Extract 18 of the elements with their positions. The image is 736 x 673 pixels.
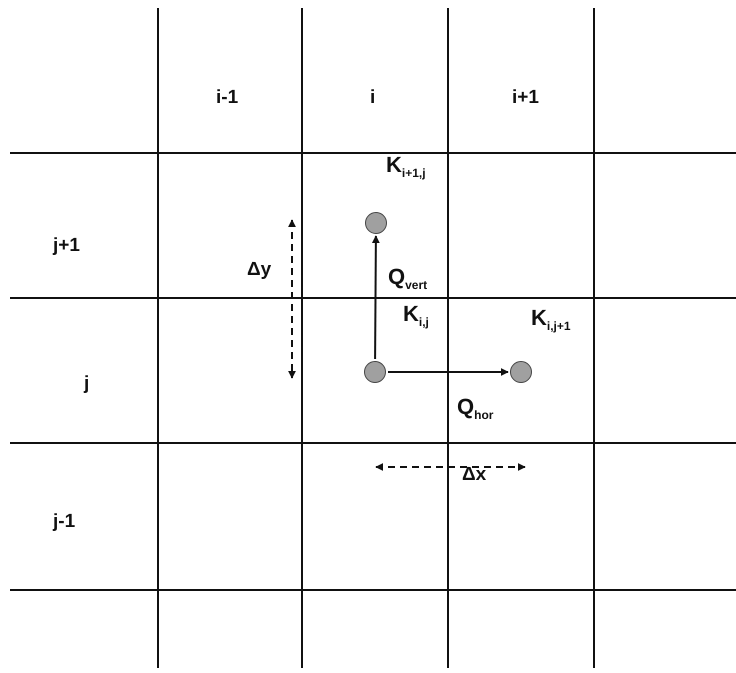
circle-node bbox=[364, 361, 386, 383]
dimension-label: Δy bbox=[247, 260, 272, 279]
row-label: j-1 bbox=[53, 512, 76, 531]
conductivity-label: K$_{i+1,j}$ bbox=[386, 154, 426, 179]
circle-node bbox=[510, 361, 532, 383]
column-label: i bbox=[370, 88, 376, 107]
conductivity-label: K$_{i,j+1}$ bbox=[531, 307, 571, 332]
edge-label: Q$_{hor}$ bbox=[457, 396, 494, 421]
edge-label: Q$_{vert}$ bbox=[388, 266, 428, 291]
column-label: i+1 bbox=[512, 88, 539, 107]
row-label: j+1 bbox=[53, 236, 80, 255]
arrow bbox=[372, 235, 380, 359]
conductivity-label: K$_{i,j}$ bbox=[403, 303, 429, 328]
column-label: i-1 bbox=[216, 88, 238, 107]
dimension-label: Δx bbox=[462, 465, 486, 484]
circle-node bbox=[365, 212, 387, 234]
arrow bbox=[388, 368, 509, 376]
row-label: j bbox=[84, 374, 90, 393]
